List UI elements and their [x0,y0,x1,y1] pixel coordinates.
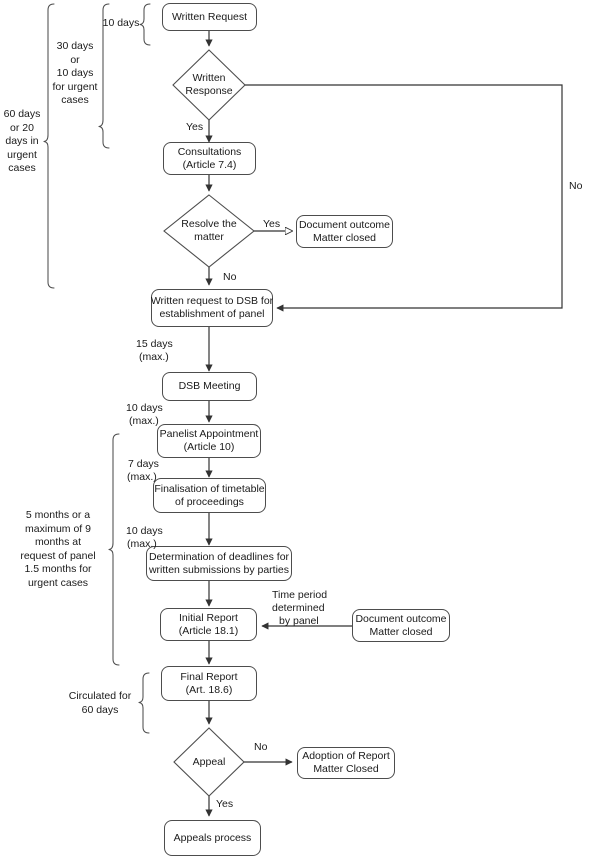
edge-label-appeal-no: No [254,741,268,753]
edge-label-15-days-line2: (max.) [139,351,169,363]
brace-five-months [108,433,120,666]
brace-label-thirty-days: 30 days or 10 days for urgent cases [52,40,98,106]
edge-label-time-period-line1: Time period [272,589,328,601]
brace-label-sixty-days: 60 days or 20 days in urgent cases [3,108,41,174]
node-appeals-process[interactable]: Appeals process [164,820,261,856]
resolve-matter-diamond [163,194,255,268]
node-document-outcome-2[interactable]: Document outcome Matter closed [352,609,450,642]
edge-label-15-days-line1: 15 days [136,338,173,350]
brace-circulated [138,672,150,734]
edge-label-panelist-10-days-line1: 10 days [126,402,163,414]
edge-label-time-period-line3: by panel [279,615,319,627]
node-initial-report[interactable]: Initial Report (Article 18.1) [160,608,257,641]
node-determination-deadlines[interactable]: Determination of deadlines for written s… [146,546,292,581]
brace-label-circulated: Circulated for 60 days [68,690,132,716]
node-written-request-label: Written Request [171,10,248,23]
written-response-diamond [172,49,246,121]
edge-label-7-days-line2: (max.) [127,471,157,483]
node-dsb-meeting[interactable]: DSB Meeting [162,372,257,401]
edge-label-deadlines-10-days-line2: (max.) [127,538,157,550]
edge-response-no-return [245,84,563,312]
node-consultations[interactable]: Consultations (Article 7.4) [163,142,256,175]
brace-label-five-months: 5 months or a maximum of 9 months at req… [20,509,96,589]
node-written-request[interactable]: Written Request [162,3,257,31]
edge-label-response-no: No [569,180,583,192]
node-finalisation-timetable[interactable]: Finalisation of timetable of proceedings [153,478,266,513]
brace-ten-days [139,3,151,46]
appeal-diamond [173,727,245,797]
edge-label-response-yes: Yes [186,121,204,133]
edge-label-appeal-yes: Yes [216,798,234,810]
brace-sixty-days [43,3,55,289]
brace-thirty-days [98,3,110,149]
edge-label-deadlines-10-days-line1: 10 days [126,525,163,537]
node-panelist-appointment[interactable]: Panelist Appointment (Article 10) [157,424,261,458]
edge-label-time-period-line2: determined [272,602,325,614]
node-written-request-dsb[interactable]: Written request to DSB for establishment… [151,289,273,327]
node-final-report[interactable]: Final Report (Art. 18.6) [161,666,257,701]
brace-label-ten-days: 10 days [102,17,140,29]
node-document-outcome-1[interactable]: Document outcome Matter closed [296,215,393,248]
edge-label-resolve-yes: Yes [263,218,281,230]
edge-label-panelist-10-days-line2: (max.) [129,415,159,427]
edge-label-resolve-no: No [223,271,237,283]
edge-label-7-days-line1: 7 days [128,458,159,470]
node-adoption-report[interactable]: Adoption of Report Matter Closed [297,747,395,779]
